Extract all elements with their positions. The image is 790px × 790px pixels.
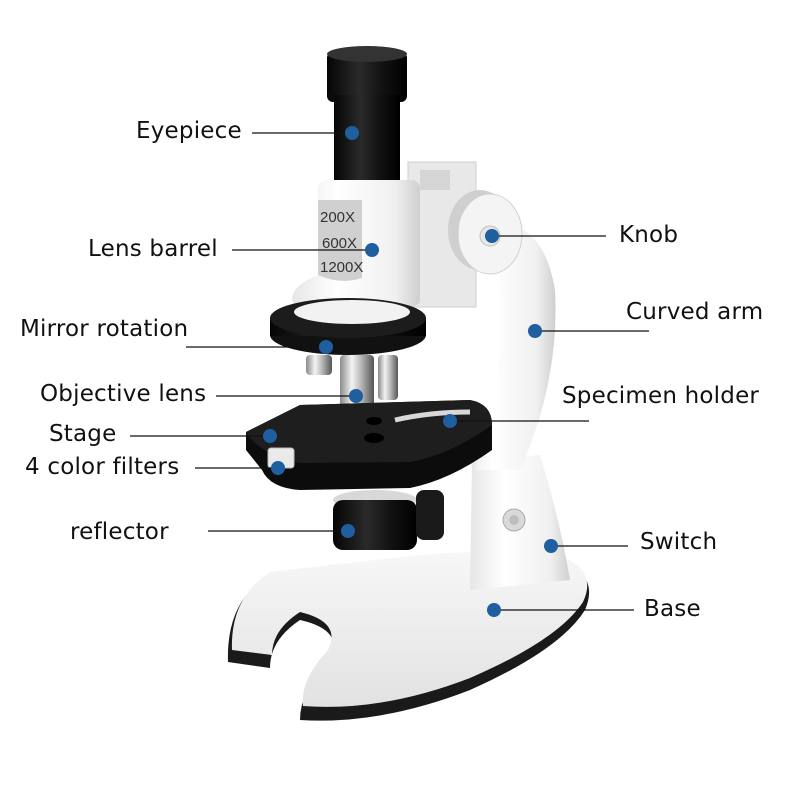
bracket-slot xyxy=(420,170,450,190)
dot-knob xyxy=(485,229,499,243)
label-stage: Stage xyxy=(49,421,117,447)
dot-specimen-holder xyxy=(443,414,457,428)
leader-lines xyxy=(130,132,649,611)
label-color-filters: 4 color filters xyxy=(25,454,180,480)
label-switch: Switch xyxy=(640,529,718,555)
dot-curved-arm xyxy=(528,324,542,338)
curved-arm-shape xyxy=(460,222,556,470)
label-base: Base xyxy=(644,596,701,622)
base-shape xyxy=(227,551,590,721)
screw-center xyxy=(509,515,519,525)
dot-objective-lens xyxy=(349,389,363,403)
label-eyepiece: Eyepiece xyxy=(136,118,242,144)
label-reflector: reflector xyxy=(70,519,169,545)
label-lens-barrel: Lens barrel xyxy=(88,236,218,262)
dot-reflector xyxy=(341,524,355,538)
label-specimen-holder: Specimen holder xyxy=(562,383,760,409)
dot-switch xyxy=(544,539,558,553)
dot-base xyxy=(487,603,501,617)
label-knob: Knob xyxy=(619,222,679,248)
objective-lenses-shape xyxy=(306,355,398,415)
label-curved-arm: Curved arm xyxy=(626,299,764,325)
turret-shape xyxy=(270,298,426,355)
label-mirror-rotation: Mirror rotation xyxy=(20,316,189,342)
dot-stage xyxy=(263,429,277,443)
mag-600: 600X xyxy=(322,235,357,252)
dot-mirror-rotation xyxy=(319,340,333,354)
lens-barrel-shape: 200X 600X 1200X xyxy=(292,180,420,312)
marker-dots xyxy=(263,126,558,617)
mag-200: 200X xyxy=(320,209,355,226)
eyepiece-shape xyxy=(327,46,407,195)
dot-color-filters xyxy=(271,461,285,475)
dot-lens-barrel xyxy=(365,243,379,257)
label-objective-lens: Objective lens xyxy=(40,381,207,407)
mag-1200: 1200X xyxy=(320,259,363,276)
dot-eyepiece xyxy=(345,126,359,140)
stage-shape xyxy=(246,400,492,490)
reflector-shape xyxy=(333,490,444,550)
